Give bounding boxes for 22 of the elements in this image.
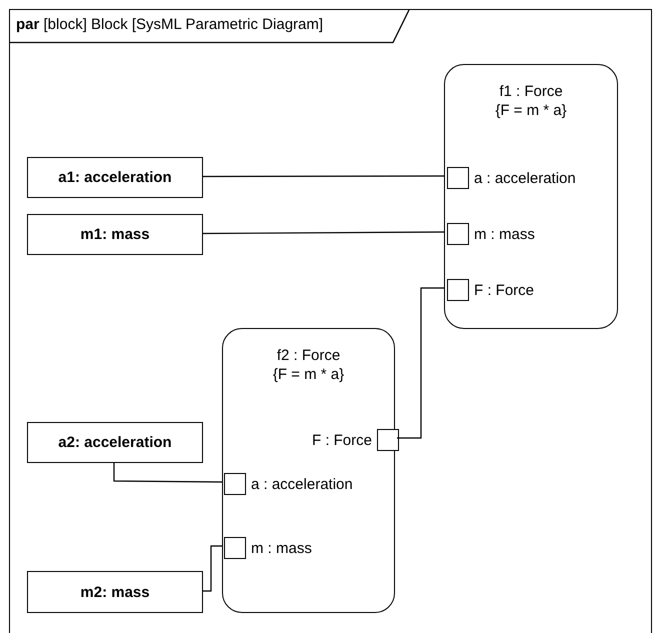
- port-label: F : Force: [474, 282, 534, 298]
- diagram-frame: [9, 9, 652, 633]
- connector-line: [202, 545, 222, 592]
- port-label: m : mass: [474, 226, 535, 242]
- port-label: m : mass: [251, 540, 312, 556]
- property-box: m1: mass: [27, 214, 203, 255]
- connector-line: [113, 462, 223, 483]
- property-box: a1: acceleration: [27, 157, 203, 198]
- constraint-block: [444, 64, 618, 329]
- property-box: a2: acceleration: [27, 422, 203, 463]
- port-label: a : acceleration: [251, 476, 353, 492]
- constraint-expression: {F = m * a}: [494, 102, 568, 119]
- constraint-name: f2 : Force: [276, 347, 342, 364]
- port-label: F : Force: [312, 432, 372, 448]
- connector-line: [202, 231, 445, 234]
- connector-line: [202, 175, 445, 178]
- constraint-expression: {F = m * a}: [272, 366, 346, 383]
- port-label: a : acceleration: [474, 170, 576, 186]
- constraint-name: f1 : Force: [498, 83, 564, 100]
- connector-line: [397, 287, 445, 439]
- property-box: m2: mass: [27, 571, 203, 613]
- frame-title: par [block] Block [SysML Parametric Diagram]: [16, 16, 324, 33]
